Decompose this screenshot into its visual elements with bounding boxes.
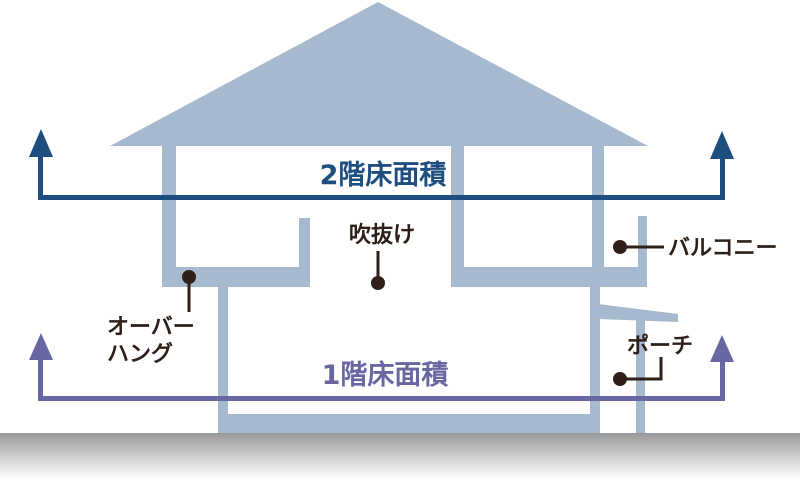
floor1-arrow-right-icon xyxy=(710,335,734,362)
floor2-area-label: 2階床面積 xyxy=(320,159,447,191)
slab-2f-left-overhang xyxy=(162,267,310,287)
porch-dot-icon xyxy=(613,372,627,386)
floor2-arrow-right-icon xyxy=(710,131,734,159)
floor2-measure xyxy=(29,129,734,200)
wall-2f-right xyxy=(592,128,604,287)
porch-column xyxy=(636,314,645,433)
atrium-label: 吹抜け xyxy=(349,222,415,248)
house-structure xyxy=(110,2,678,433)
roof xyxy=(110,2,648,146)
wall-1f-right xyxy=(590,287,600,433)
balcony-railing xyxy=(638,216,647,267)
slab-1f-base xyxy=(218,414,600,433)
wall-2f-left xyxy=(162,128,176,287)
floor1-area-label: 1階床面積 xyxy=(322,359,449,391)
parapet-2f-left xyxy=(299,218,310,287)
overhang-label-line1: オーバー xyxy=(107,315,195,340)
floor1-arrow-left-shaft xyxy=(38,354,43,400)
floor1-arrow-left-icon xyxy=(29,333,53,360)
overhang-dot-icon xyxy=(182,270,196,284)
callouts xyxy=(182,240,664,386)
balcony-dot-icon xyxy=(613,240,627,254)
floor1-measure xyxy=(29,333,734,401)
wall-1f-left xyxy=(218,287,228,429)
floor1-measure-line xyxy=(38,396,725,401)
porch-leader-line xyxy=(626,357,663,381)
balcony-label: バルコニー xyxy=(668,236,778,261)
ground-gradient xyxy=(0,433,800,480)
floor2-arrow-left-icon xyxy=(29,129,53,157)
porch-label: ポーチ xyxy=(627,333,693,359)
floor2-arrow-left-shaft xyxy=(38,150,43,199)
floor2-measure-line xyxy=(38,195,725,200)
slab-2f-right-balcony xyxy=(451,267,647,287)
floor1-arrow-right-shaft xyxy=(720,356,725,400)
wall-2f-interior xyxy=(451,138,464,287)
floor2-arrow-right-shaft xyxy=(720,152,725,199)
atrium-dot-icon xyxy=(371,276,385,290)
overhang-label-line2: ハング xyxy=(107,341,173,367)
porch-roof xyxy=(598,304,678,322)
